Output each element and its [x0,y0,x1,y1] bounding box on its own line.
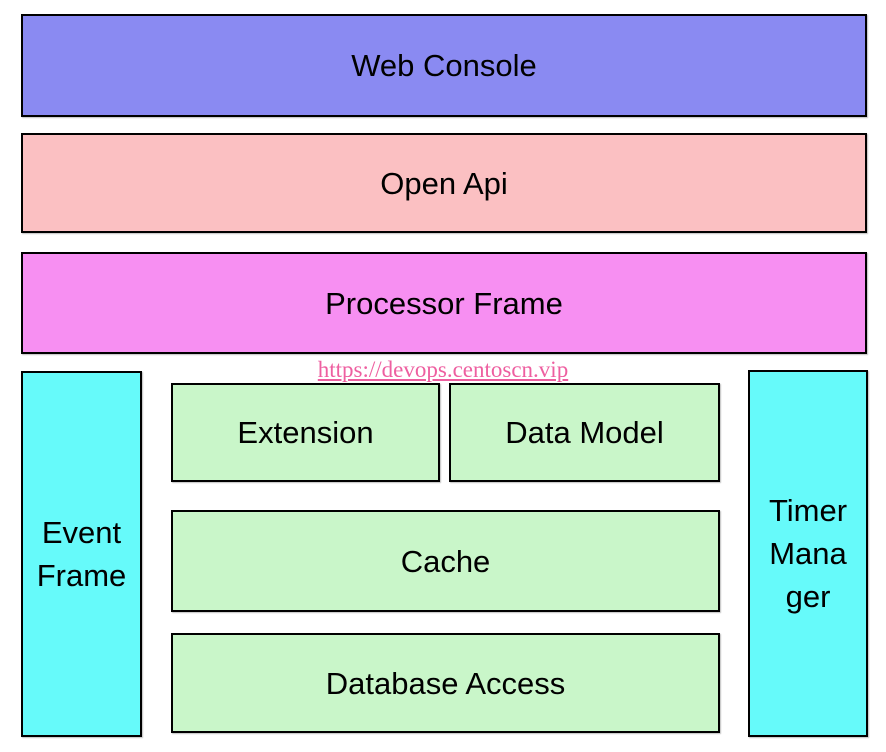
box-open-api: Open Api [21,133,867,233]
web-console-label: Web Console [351,48,537,83]
event-frame-label: Event Frame [37,511,127,597]
box-data-model: Data Model [449,383,720,482]
event-frame-line-2: Frame [36,558,127,593]
event-frame-line-1: Event [41,515,122,550]
box-cache: Cache [171,510,720,612]
box-processor-frame: Processor Frame [21,252,867,354]
timer-manager-label: Timer Mana ger [769,489,847,618]
open-api-label: Open Api [380,165,508,201]
timer-manager-line-3: ger [785,579,831,614]
box-timer-manager: Timer Mana ger [748,370,868,737]
timer-manager-line-2: Mana [769,536,847,571]
box-web-console: Web Console [21,14,867,117]
data-model-label: Data Model [505,415,664,450]
timer-manager-line-1: Timer [768,493,848,528]
box-database-access: Database Access [171,633,720,733]
processor-frame-label: Processor Frame [325,285,563,321]
box-extension: Extension [171,383,440,482]
box-event-frame: Event Frame [21,371,142,737]
extension-label: Extension [237,415,374,450]
database-access-label: Database Access [325,665,566,701]
cache-label: Cache [400,543,491,579]
